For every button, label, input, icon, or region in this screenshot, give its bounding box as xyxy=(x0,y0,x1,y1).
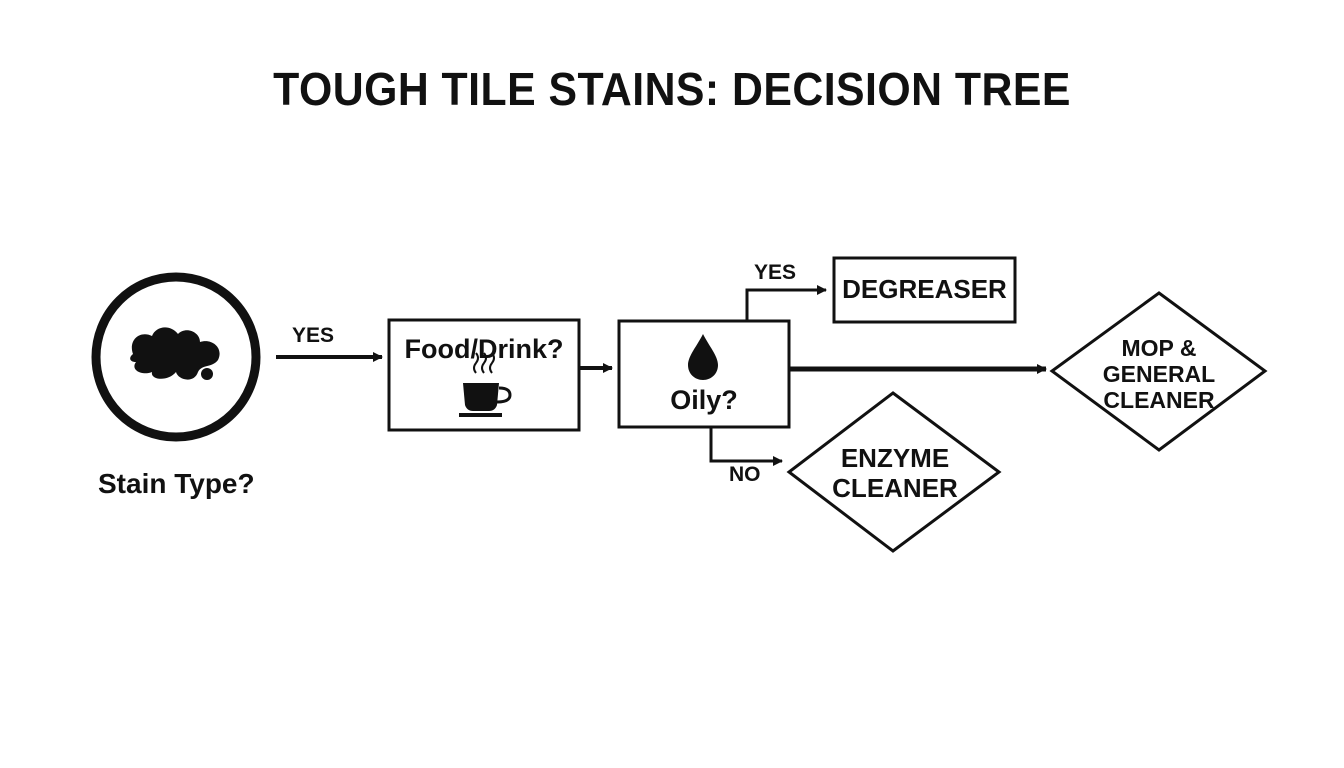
edge-label-no-enzyme: NO xyxy=(729,463,761,486)
edge-label-yes-food: YES xyxy=(292,324,335,347)
oily-node xyxy=(617,319,791,429)
enzyme-cleaner-label: ENZYME CLEANER xyxy=(790,443,1000,504)
enzyme-label-line-2: CLEANER xyxy=(832,472,958,503)
mop-label-line-1: MOP & xyxy=(1121,335,1197,361)
mop-general-cleaner-node xyxy=(1049,291,1268,452)
mop-label-line-2: GENERAL xyxy=(1102,360,1216,387)
degreaser-node xyxy=(832,256,1017,324)
start-node-label: Stain Type? xyxy=(98,468,255,499)
coffee-cup-icon xyxy=(459,352,512,417)
page-title: TOUGH TILE STAINS: DECISION TREE xyxy=(273,63,1071,115)
mop-general-cleaner-label: MOP & GENERAL CLEANER xyxy=(1052,335,1266,413)
degreaser-label: DEGREASER xyxy=(842,274,1007,304)
oil-drop-icon xyxy=(688,334,718,380)
mop-label-line-3: CLEANER xyxy=(1103,386,1215,413)
edge-oily-to-enzyme xyxy=(709,427,783,466)
spill-icon xyxy=(130,327,220,380)
edge-oily-to-degreaser xyxy=(745,285,827,321)
edge-label-yes-degreaser: YES xyxy=(754,261,797,284)
oily-label: Oily? xyxy=(670,385,738,415)
enzyme-cleaner-node xyxy=(786,391,1002,553)
start-node xyxy=(91,272,261,442)
food-drink-label: Food/Drink? xyxy=(404,334,564,364)
enzyme-label-line-1: ENZYME xyxy=(840,443,950,473)
food-drink-node xyxy=(387,318,581,432)
